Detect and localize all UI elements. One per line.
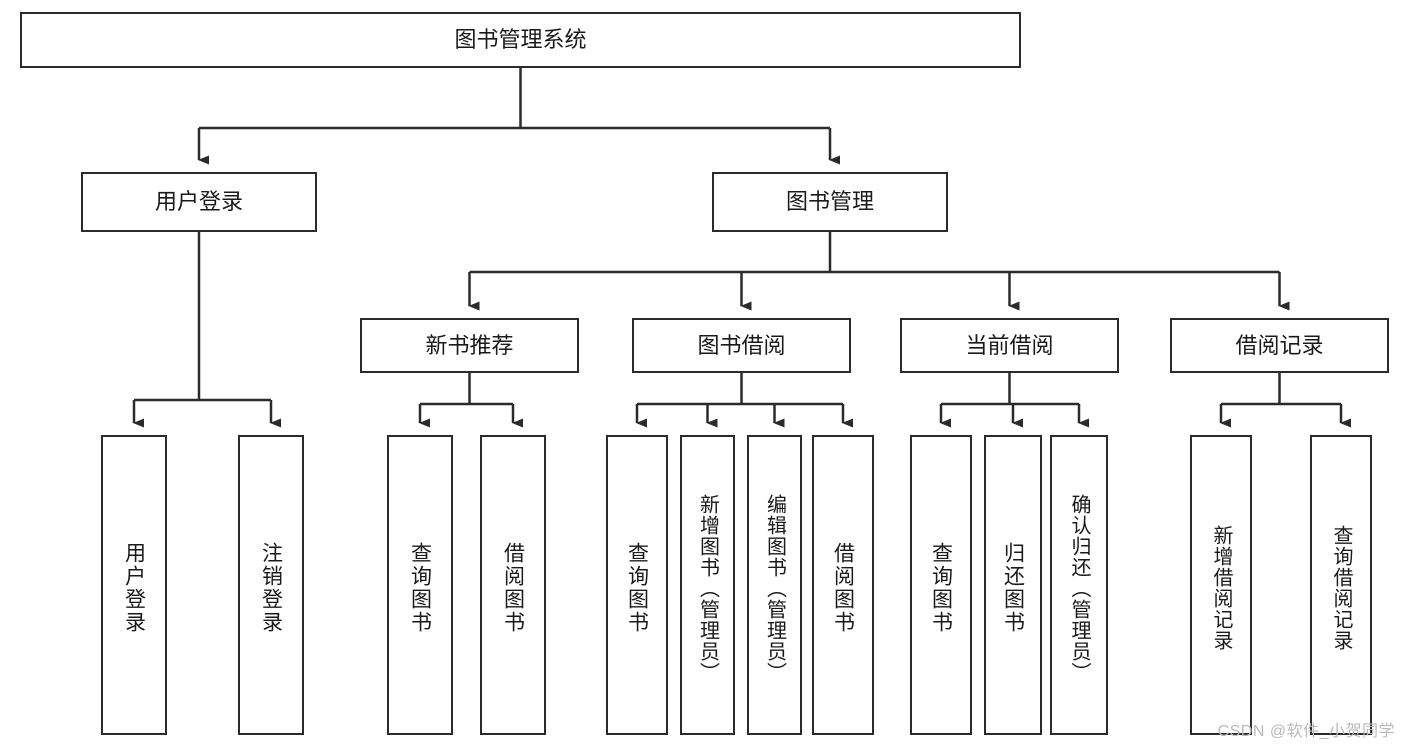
node-leaf_bw_add[interactable]: 新增图书（管理员）	[680, 435, 735, 735]
node-label: 查询图书	[408, 542, 432, 634]
node-label: 借阅图书	[501, 542, 525, 634]
node-bookmgmt[interactable]: 图书管理	[712, 172, 948, 232]
node-current[interactable]: 当前借阅	[900, 318, 1119, 373]
node-label: 图书管理系统	[454, 27, 587, 53]
node-label: 借阅图书	[831, 542, 855, 634]
node-login[interactable]: 用户登录	[81, 172, 317, 232]
node-leaf_login[interactable]: 用户登录	[101, 435, 167, 735]
node-leaf_bw_borrow[interactable]: 借阅图书	[812, 435, 874, 735]
node-label: 图书管理	[785, 189, 874, 215]
node-label: 注销登录	[259, 542, 283, 634]
node-leaf_bw_query[interactable]: 查询图书	[606, 435, 668, 735]
node-label: 查询图书	[929, 542, 953, 634]
node-label: 新增图书（管理员）	[696, 493, 719, 683]
watermark: CSDN @软件_小贺同学	[1217, 723, 1395, 740]
node-leaf_nb_borrow[interactable]: 借阅图书	[480, 435, 546, 735]
node-records[interactable]: 借阅记录	[1170, 318, 1389, 373]
node-leaf_rc_add[interactable]: 新增借阅记录	[1190, 435, 1252, 735]
node-leaf_logout[interactable]: 注销登录	[238, 435, 304, 735]
node-label: 新增借阅记录	[1210, 525, 1232, 651]
node-label: 新书推荐	[425, 332, 514, 358]
node-label: 借阅记录	[1235, 332, 1324, 358]
node-label: 查询图书	[625, 542, 649, 634]
node-label: 用户登录	[154, 189, 243, 215]
node-label: 用户登录	[122, 542, 146, 634]
node-label: 确认归还（管理员）	[1068, 493, 1090, 683]
node-label: 编辑图书（管理员）	[763, 493, 786, 683]
node-label: 当前借阅	[965, 332, 1054, 358]
node-leaf_cb_return[interactable]: 归还图书	[984, 435, 1042, 735]
node-label: 查询借阅记录	[1330, 525, 1352, 651]
node-root[interactable]: 图书管理系统	[20, 12, 1021, 68]
node-newbook[interactable]: 新书推荐	[360, 318, 579, 373]
node-leaf_nb_query[interactable]: 查询图书	[387, 435, 453, 735]
node-label: 图书借阅	[697, 332, 786, 358]
node-borrow[interactable]: 图书借阅	[632, 318, 851, 373]
node-leaf_rc_query[interactable]: 查询借阅记录	[1310, 435, 1372, 735]
node-leaf_cb_query[interactable]: 查询图书	[910, 435, 972, 735]
node-leaf_bw_edit[interactable]: 编辑图书（管理员）	[747, 435, 802, 735]
node-label: 归还图书	[1001, 542, 1025, 634]
node-leaf_cb_confirm[interactable]: 确认归还（管理员）	[1050, 435, 1108, 735]
